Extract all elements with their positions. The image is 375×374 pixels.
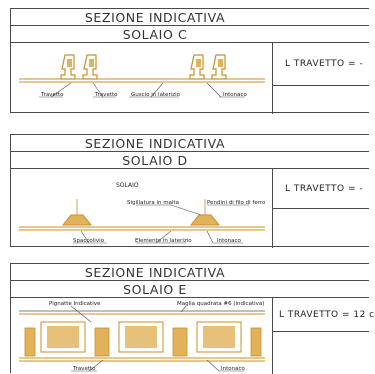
panel-subtitle: SOLAIO E [11, 281, 369, 298]
section-drawing: Travetto Travetto Guscio in laterizio In… [11, 43, 273, 114]
callout-intonaco: Intonaco [217, 238, 241, 244]
panel-title: SEZIONE INDICATIVA [11, 9, 369, 26]
panel-title: SEZIONE INDICATIVA [11, 135, 369, 152]
callout-sigillatura: Sigillatura in malta [127, 200, 180, 206]
length-cell: L TRAVETTO = - [273, 43, 369, 86]
section-panel-c: SEZIONE INDICATIVA SOLAIO C [10, 8, 369, 114]
callout-elemento: Elemento in laterizio [135, 238, 192, 244]
callout-pignatte: Pignatte Indicative [49, 301, 101, 307]
callout-travetto-1: Travetto [41, 92, 64, 98]
callout-travetto: Travetto [73, 366, 96, 372]
panel-body: SOLAIO Sigillatura in malta Pendini di f… [11, 169, 369, 248]
length-cell: L TRAVETTO = 12 c [273, 298, 374, 332]
panel-title: SEZIONE INDICATIVA [11, 264, 369, 281]
callout-travetto-2: Travetto [95, 92, 118, 98]
panel-subtitle: SOLAIO C [11, 26, 369, 43]
callout-maglia: Maglia quadrata #6 (indicativa) [177, 301, 265, 307]
callout-spaccolivio: Spaccolivio [73, 238, 104, 244]
callout-intonaco: Intonaco [221, 366, 245, 372]
solaio-c-drawing [19, 54, 265, 98]
section-drawing: SOLAIO Sigillatura in malta Pendini di f… [11, 169, 273, 248]
section-drawing: Pignatte Indicative Maglia quadrata #6 (… [11, 298, 273, 374]
callout-pendini: Pendini di filo di ferro [207, 200, 266, 206]
empty-cell [273, 86, 369, 114]
callout-intonaco: Intonaco [223, 92, 247, 98]
callout-guscio: Guscio in laterizio [131, 92, 181, 98]
side-table: L TRAVETTO = 12 c [273, 298, 374, 374]
side-table: L TRAVETTO = - [273, 169, 369, 248]
empty-cell [273, 209, 369, 248]
solaio-label: SOLAIO [116, 182, 139, 189]
side-table: L TRAVETTO = - [273, 43, 369, 114]
empty-cell [273, 332, 369, 374]
length-cell: L TRAVETTO = - [273, 169, 369, 209]
solaio-d-drawing [19, 199, 265, 244]
section-panel-e: SEZIONE INDICATIVA SOLAIO E [10, 263, 374, 374]
solaio-e-drawing [19, 305, 265, 372]
panel-body: Travetto Travetto Guscio in laterizio In… [11, 43, 369, 114]
section-panel-d: SEZIONE INDICATIVA SOLAIO D [10, 134, 369, 248]
panel-body: Pignatte Indicative Maglia quadrata #6 (… [11, 298, 374, 374]
panel-subtitle: SOLAIO D [11, 152, 369, 169]
